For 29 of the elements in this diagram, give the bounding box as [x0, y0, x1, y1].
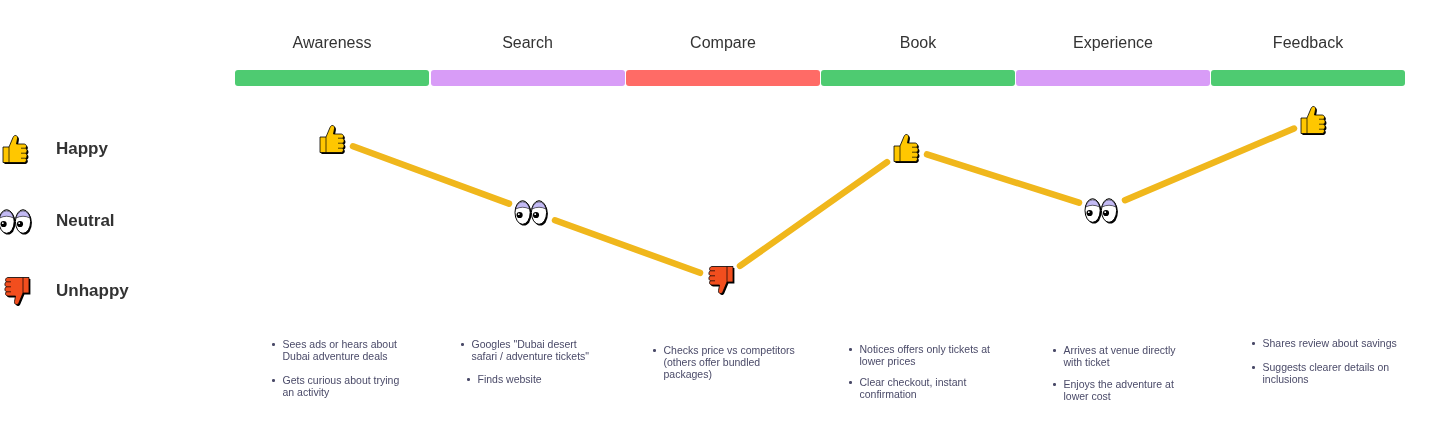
bullet-note: Suggests clearer details on inclusions — [1262, 361, 1391, 385]
connector-line — [1121, 125, 1298, 204]
stage-title: Feedback — [1272, 33, 1344, 53]
thumbs-up-icon — [1299, 103, 1329, 137]
connector-line — [736, 158, 891, 270]
thumbs-up-icon — [892, 131, 922, 165]
bullet-note: Checks price vs competitors (others offer bundled packages) — [663, 344, 796, 380]
bullet-note: Clear checkout, instant confirmation — [859, 376, 968, 400]
stage-title: Compare — [690, 33, 756, 53]
legend-label: Happy — [56, 139, 108, 159]
bullet-note: Shares review about savings — [1262, 337, 1398, 349]
bullet-note: Enjoys the adventure at lower cost — [1063, 378, 1175, 402]
stage-title: Book — [899, 33, 937, 53]
bullet-note: Finds website — [477, 373, 543, 385]
stage-title: Experience — [1072, 33, 1153, 53]
bullet-note: Notices offers only tickets at lower prices — [859, 343, 992, 367]
connector-line — [349, 143, 513, 207]
bullet-note: Googles "Dubai desert safari / adventure tickets" — [471, 338, 591, 362]
thumbs-down-icon — [705, 263, 735, 297]
stage-title: Awareness — [292, 33, 372, 53]
bullet-note: Arrives at venue directly with ticket — [1063, 344, 1177, 368]
connector-line — [551, 217, 704, 277]
legend-label: Neutral — [56, 211, 115, 231]
bullet-note: Gets curious about trying an activity — [282, 374, 401, 398]
thumbs-up-icon — [318, 122, 348, 156]
stage-title: Search — [502, 33, 553, 53]
bullet-note: Sees ads or hears about Dubai adventure deals — [282, 338, 398, 362]
legend-label: Unhappy — [56, 281, 129, 301]
connector-line — [923, 151, 1083, 206]
